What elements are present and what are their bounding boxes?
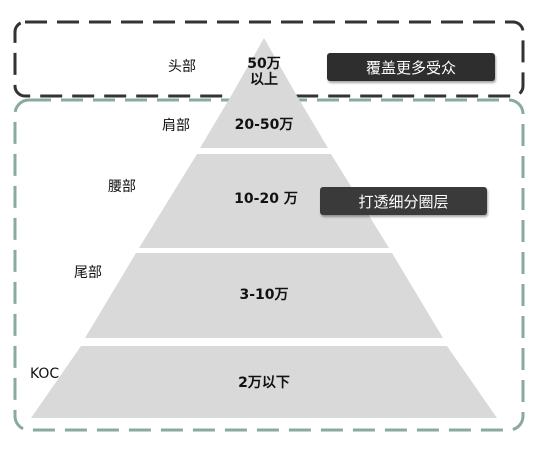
pyramid-tier-top bbox=[231, 38, 297, 96]
tier-label-waist: 腰部 bbox=[108, 179, 136, 195]
tier-label-head: 头部 bbox=[168, 59, 196, 75]
tier-value-koc: 2万以下 bbox=[238, 375, 290, 391]
tier-value-head: 50万 以上 bbox=[247, 56, 281, 88]
tier-label-tail: 尾部 bbox=[74, 265, 102, 281]
tier-value-waist: 10-20 万 bbox=[234, 191, 298, 207]
pyramid-tier-tail bbox=[85, 253, 443, 338]
tier-value-shoulder: 20-50万 bbox=[234, 117, 294, 133]
tier-value-tail: 3-10万 bbox=[239, 287, 289, 303]
pyramid-tier-waist bbox=[139, 154, 389, 248]
badge-cover-more-audience: 覆盖更多受众 bbox=[327, 53, 495, 81]
tier-label-shoulder: 肩部 bbox=[162, 118, 190, 134]
badge-penetrate-segments: 打透细分圈层 bbox=[320, 187, 487, 215]
tier-label-koc: KOC bbox=[30, 366, 60, 382]
pyramid-tier-koc bbox=[31, 346, 497, 418]
pyramid-tier-shoulder bbox=[200, 96, 328, 148]
